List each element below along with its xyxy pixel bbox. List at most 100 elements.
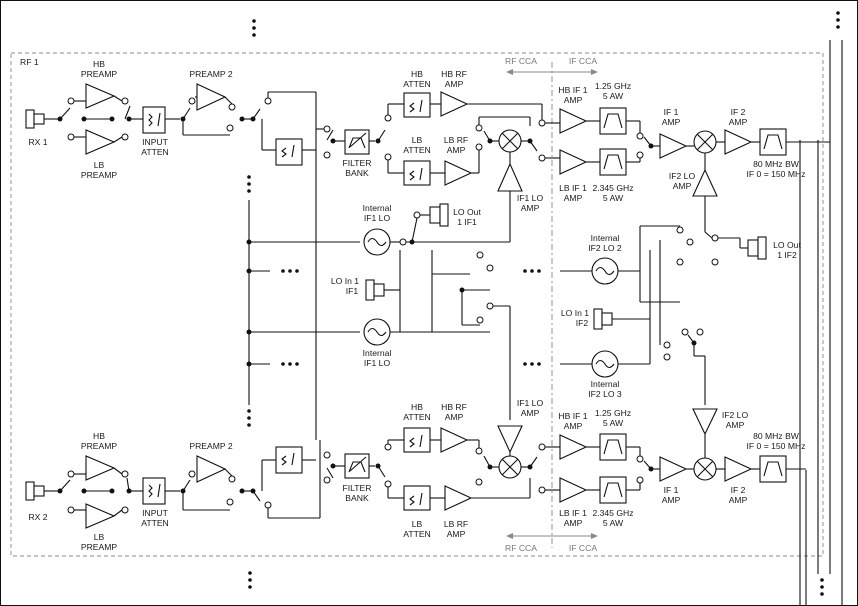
rf-cca-label-top: RF CCA bbox=[505, 56, 537, 66]
rx1-label: RX 1 bbox=[28, 137, 47, 147]
internal-if2-lo2-label-b: IF2 LO 2 bbox=[588, 243, 622, 253]
lo-out-if1-label-b: 1 IF1 bbox=[457, 217, 477, 227]
lb-if1-amp-2 bbox=[559, 477, 588, 503]
hb-rf-amp-label-2a: HB RF bbox=[441, 402, 467, 412]
if-cca-label-top: IF CCA bbox=[569, 56, 597, 66]
rf-cca-label-bottom: RF CCA bbox=[505, 543, 537, 553]
hb-rf-amp-label-1a: HB RF bbox=[441, 69, 467, 79]
preamp2-1 bbox=[196, 83, 227, 111]
hb-atten-1 bbox=[403, 92, 431, 118]
vertical-ellipsis-right-bottom bbox=[820, 578, 824, 596]
filter-125-label-1b: 5 AW bbox=[603, 91, 624, 101]
filter-80-2 bbox=[759, 455, 787, 483]
lb-rf-amp-label-1a: LB RF bbox=[444, 135, 468, 145]
filter-125-label-2b: 5 AW bbox=[603, 418, 624, 428]
lo-out-if1-connector bbox=[429, 206, 441, 224]
hb-atten-2 bbox=[403, 427, 431, 453]
vertical-ellipsis-mid-upper bbox=[247, 175, 251, 193]
filter-bank-label-1a: FILTER bbox=[343, 158, 372, 168]
lb-preamp-2 bbox=[85, 503, 116, 529]
lb-preamp-label-2a: LB bbox=[94, 532, 105, 542]
lo-out-if2-label-a: LO Out bbox=[773, 240, 801, 250]
lo-out-if1-label-a: LO Out bbox=[453, 207, 481, 217]
lb-if1-amp-label-1a: LB IF 1 bbox=[559, 183, 587, 193]
filter-80-1 bbox=[759, 128, 787, 156]
internal-if1-lo-label-2b: IF1 LO bbox=[364, 358, 391, 368]
filter-2345-label-1a: 2.345 GHz bbox=[592, 183, 633, 193]
cca-arrows-bottom bbox=[506, 533, 598, 539]
hb-if1-amp-label-1b: AMP bbox=[564, 95, 583, 105]
if-cca-label-bottom: IF CCA bbox=[569, 543, 597, 553]
lb-atten-2 bbox=[403, 485, 431, 511]
if2-lo-amp-2 bbox=[692, 408, 718, 436]
rx1-chain bbox=[25, 83, 830, 440]
horizontal-ellipsis-4 bbox=[523, 362, 541, 366]
filter-2345-label-2b: 5 AW bbox=[603, 518, 624, 528]
filter-125-2 bbox=[599, 433, 627, 461]
input-atten-label-1b: ATTEN bbox=[141, 147, 169, 157]
rf-region-border bbox=[10, 52, 824, 557]
lo-out-if2-connector bbox=[747, 239, 759, 257]
bw-80-label-1b: IF 0 = 150 MHz bbox=[747, 169, 806, 179]
lb-atten-label-1b: ATTEN bbox=[403, 145, 431, 155]
preamp2-2 bbox=[196, 455, 227, 483]
hb-preamp-1 bbox=[85, 83, 116, 109]
hb-if1-amp-label-2b: AMP bbox=[564, 421, 583, 431]
rx1-connector bbox=[25, 109, 35, 129]
lb-if1-amp-label-2b: AMP bbox=[564, 518, 583, 528]
if1-amp-label-1a: IF 1 bbox=[664, 107, 679, 117]
if2-amp-1 bbox=[724, 129, 753, 155]
internal-if1-lo-label-1b: IF1 LO bbox=[364, 213, 391, 223]
input-atten-1 bbox=[142, 106, 166, 134]
hb-rf-amp-2 bbox=[440, 427, 469, 453]
hb-rf-amp-1 bbox=[440, 91, 469, 117]
lo-in-if1-connector bbox=[365, 279, 375, 301]
small-atten-2 bbox=[275, 446, 303, 474]
hb-if1-amp-1 bbox=[559, 108, 588, 134]
lb-preamp-label-1b: PREAMP bbox=[81, 170, 118, 180]
filter-bank-label-2a: FILTER bbox=[343, 483, 372, 493]
lb-rf-amp-label-2b: AMP bbox=[447, 529, 466, 539]
if1-lo-amp-label-1b: AMP bbox=[521, 203, 540, 213]
lb-if1-amp-label-1b: AMP bbox=[564, 193, 583, 203]
hb-atten-label-1b: ATTEN bbox=[403, 79, 431, 89]
lb-preamp-label-2b: PREAMP bbox=[81, 542, 118, 552]
lo-in-if2-connector bbox=[593, 308, 603, 330]
rx2-connector bbox=[25, 481, 35, 501]
if1-amp-1 bbox=[659, 133, 688, 159]
hb-rf-amp-label-1b: AMP bbox=[445, 79, 464, 89]
rx2-label: RX 2 bbox=[28, 512, 47, 522]
preamp2-label-1: PREAMP 2 bbox=[189, 69, 233, 79]
if2-amp-label-2a: IF 2 bbox=[731, 485, 746, 495]
lb-atten-1 bbox=[403, 160, 431, 186]
hb-preamp-label-2b: PREAMP bbox=[81, 441, 118, 451]
filter-2345-2 bbox=[599, 476, 627, 504]
if1-amp-label-2b: AMP bbox=[662, 495, 681, 505]
if1-lo-amp-label-2a: IF1 LO bbox=[517, 398, 544, 408]
input-atten-label-1a: INPUT bbox=[142, 137, 169, 147]
lb-preamp-1 bbox=[85, 129, 116, 155]
if2-lo-amp-1 bbox=[692, 168, 718, 197]
if1-amp-label-2a: IF 1 bbox=[664, 485, 679, 495]
internal-if1-lo-label-1a: Internal bbox=[363, 203, 392, 213]
if2-lo-amp-label-2a: IF2 LO bbox=[722, 410, 749, 420]
filter-2345-label-1b: 5 AW bbox=[603, 193, 624, 203]
if2-amp-2 bbox=[724, 456, 753, 482]
hb-atten-label-2b: ATTEN bbox=[403, 412, 431, 422]
rf1-label: RF 1 bbox=[20, 57, 39, 67]
hb-if1-amp-2 bbox=[559, 434, 588, 460]
cca-arrows-top bbox=[506, 69, 598, 75]
if2-lo-amp-label-1b: AMP bbox=[673, 181, 692, 191]
horizontal-ellipsis-2 bbox=[281, 362, 299, 366]
hb-preamp-2 bbox=[85, 455, 116, 481]
filter-bank-label-1b: BANK bbox=[345, 168, 369, 178]
lb-preamp-label-1a: LB bbox=[94, 160, 105, 170]
hb-preamp-label-2a: HB bbox=[93, 431, 105, 441]
hb-rf-amp-label-2b: AMP bbox=[445, 412, 464, 422]
small-atten-1 bbox=[275, 138, 303, 166]
internal-if2-lo3-label-b: IF2 LO 3 bbox=[588, 389, 622, 399]
hb-atten-label-1a: HB bbox=[411, 69, 423, 79]
internal-if1-lo-label-2a: Internal bbox=[363, 348, 392, 358]
